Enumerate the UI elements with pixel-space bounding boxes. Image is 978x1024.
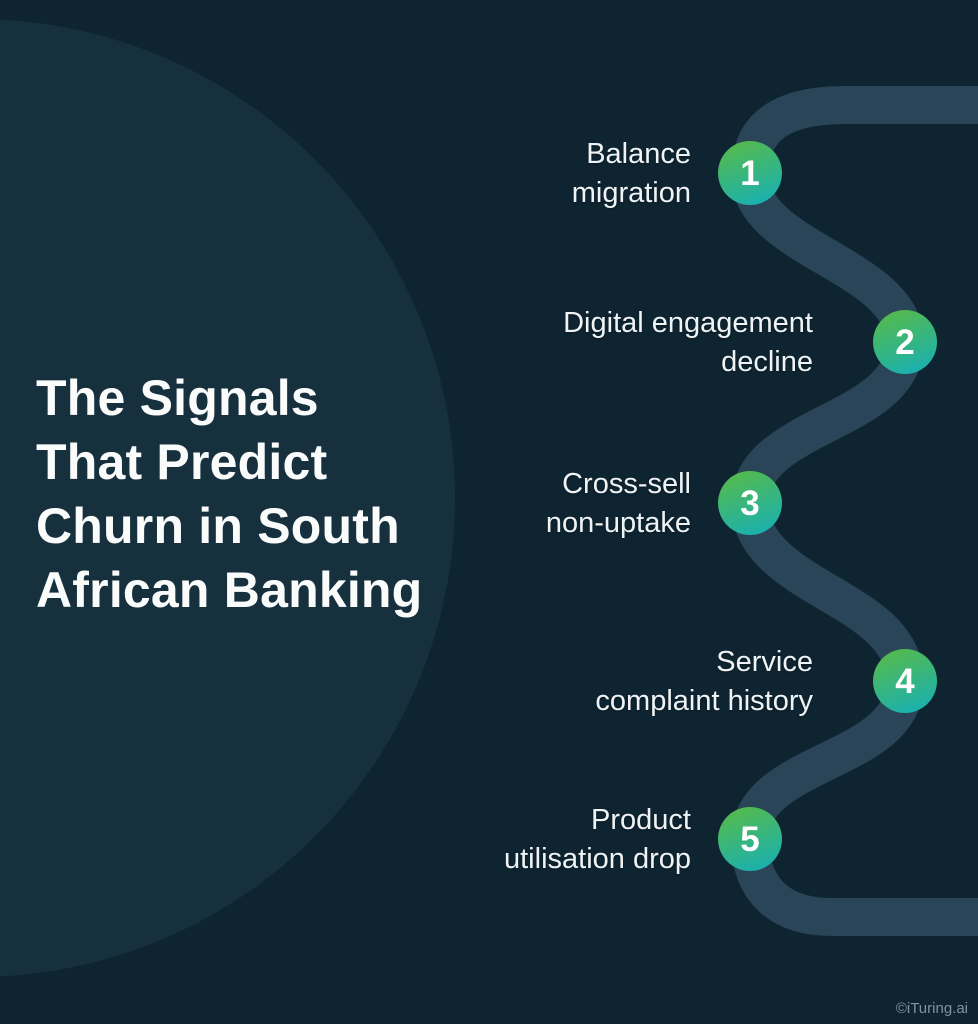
step-marker-3: 3: [718, 471, 782, 535]
step-label-service-complaint-history: Service complaint history: [595, 646, 813, 717]
step-marker-5: 5: [718, 807, 782, 871]
step-label-balance-migration: Balance migration: [571, 138, 691, 209]
step-number: 3: [740, 483, 760, 523]
step-marker-2: 2: [873, 310, 937, 374]
step-marker-4: 4: [873, 649, 937, 713]
step-label-digital-engagement-decline: Digital engagement decline: [563, 307, 813, 378]
step-marker-1: 1: [718, 141, 782, 205]
step-number: 1: [740, 153, 760, 193]
page-title: The Signals That Predict Churn in South …: [36, 370, 423, 618]
watermark: ©iTuring.ai: [895, 1000, 968, 1017]
step-label-cross-sell-non-uptake: Cross-sell non-uptake: [545, 468, 691, 539]
step-label-product-utilisation-drop: Product utilisation drop: [504, 804, 691, 875]
serpentine-path-line: [730, 86, 978, 936]
step-number: 5: [740, 819, 760, 859]
step-number: 2: [895, 322, 915, 362]
step-number: 4: [895, 661, 915, 701]
